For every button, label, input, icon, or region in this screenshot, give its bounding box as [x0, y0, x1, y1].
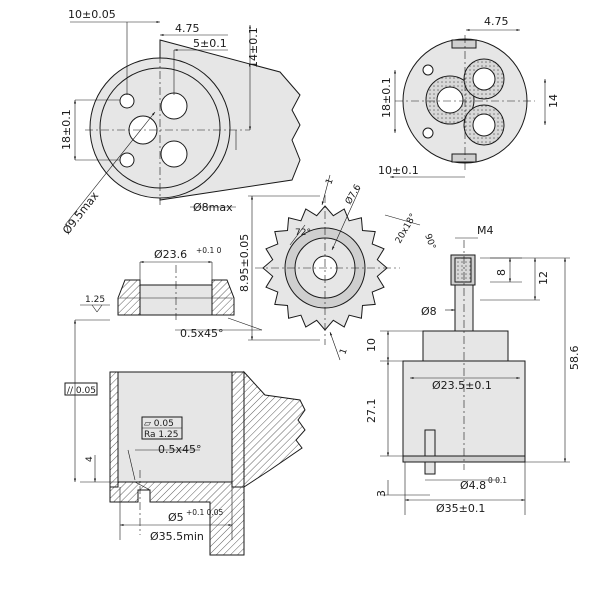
seal-hole-top [472, 67, 496, 91]
cart-dim-35: Ø35±0.1 [436, 502, 485, 515]
ring-dim-236-tol: +0.1 0 [196, 246, 222, 255]
dim-1-top: 1 [324, 177, 335, 186]
dim-76: Ø7.6 [343, 182, 363, 206]
view-splined: 8.95±0.05 1 Ø7.6 72° 20x18° 90° 1 [238, 174, 437, 361]
section-dim-flat: ▱ 0.05 [144, 419, 174, 429]
face-notch-top [451, 39, 477, 49]
parallel-tolerance-frame [64, 382, 98, 396]
dim-14: 14 [547, 94, 560, 108]
cart-dim-12: 12 [537, 271, 550, 285]
view-top-right: 4.75 18±0.1 14 10±0.1 [378, 15, 560, 179]
cart-dim-d8: Ø8 [421, 305, 437, 318]
dim-bore-8: Ø8max [193, 201, 233, 214]
section-wall-left [109, 371, 119, 488]
cart-dim-48: Ø4.8 [460, 479, 486, 492]
cartridge-body [402, 360, 526, 457]
locating-pin [424, 429, 436, 457]
section-base [109, 481, 245, 556]
section-wall-right [231, 371, 245, 488]
section-dim-5: Ø5 [168, 511, 184, 524]
section-cavity [117, 371, 233, 483]
view-ring: Ø23.6 +0.1 0 0.5x45° 1.25 [80, 246, 263, 340]
cart-dim-48-tol: 0 0.1 [488, 476, 507, 485]
cart-dim-235: Ø23.5±0.1 [432, 379, 492, 392]
seal-hole-center [436, 86, 464, 114]
cart-dim-271: 27.1 [365, 399, 378, 424]
cart-dim-586: 58.6 [568, 346, 581, 371]
cart-dim-8h: 8 [495, 269, 508, 276]
pin-hole-top [119, 93, 135, 109]
cart-dim-3: 3 [375, 490, 388, 497]
dim-18: 18±0.1 [380, 77, 393, 118]
view-top-left: 10±0.05 4.75 5±0.1 14±0.1 18±0.1 Ø9.5max… [60, 8, 301, 237]
dim-width-10: 10±0.05 [68, 8, 116, 21]
face-notch-bottom [451, 153, 477, 163]
dim-475: 4.75 [484, 15, 509, 28]
ring-dim-236: Ø23.6 [154, 248, 187, 261]
hole-bottom-right [160, 140, 188, 168]
locating-pin-bottom [422, 127, 434, 139]
ring-dim-chamfer: 0.5x45° [180, 327, 224, 340]
dim-vert-18: 18±0.1 [60, 109, 73, 150]
dim-20x18: 20x18° [394, 212, 419, 245]
dim-10: 10±0.1 [378, 164, 419, 177]
hole-top-right [160, 92, 188, 120]
view-cartridge: M4 8 12 Ø8 10 58.6 Ø23.5±0.1 27.1 Ø4.8 0… [365, 224, 581, 515]
ring-section-left [117, 279, 141, 316]
section-dim-parallel: // 0.05 [67, 386, 96, 396]
ring-dim-125: 1.25 [85, 295, 105, 305]
pin-tip [424, 461, 436, 475]
dim-offset-5: 5±0.1 [193, 37, 227, 50]
ring-section-right [211, 279, 235, 316]
pin-hole-bottom [119, 152, 135, 168]
section-dim-ra: Ra 1.25 [144, 430, 178, 440]
dim-1-bottom: 1 [338, 347, 349, 356]
seal-hole-bottom [472, 113, 496, 137]
view-section: // 0.05 ▱ 0.05 Ra 1.25 0.5x45° 4 Ø5 +0.1… [64, 319, 306, 556]
cart-dim-10: 10 [365, 338, 378, 352]
dim-90: 90° [422, 233, 437, 251]
dim-vert-14: 14±0.1 [247, 27, 260, 68]
dim-offset-475: 4.75 [175, 22, 200, 35]
locating-pin-top [422, 64, 434, 76]
cart-dim-m4: M4 [477, 224, 494, 237]
dim-hole-95: Ø9.5max [60, 189, 101, 237]
section-dim-chamfer: 0.5x45° [158, 443, 202, 456]
section-dim-355: Ø35.5min [150, 530, 204, 543]
section-dim-4: 4 [85, 456, 95, 462]
spindle-thread [454, 257, 472, 283]
cartridge-neck [422, 330, 509, 362]
dim-895: 8.95±0.05 [238, 234, 251, 292]
section-housing-right [243, 370, 306, 488]
section-dim-5-tol: +0.1 0.05 [186, 508, 224, 517]
dim-72: 72° [295, 228, 311, 238]
